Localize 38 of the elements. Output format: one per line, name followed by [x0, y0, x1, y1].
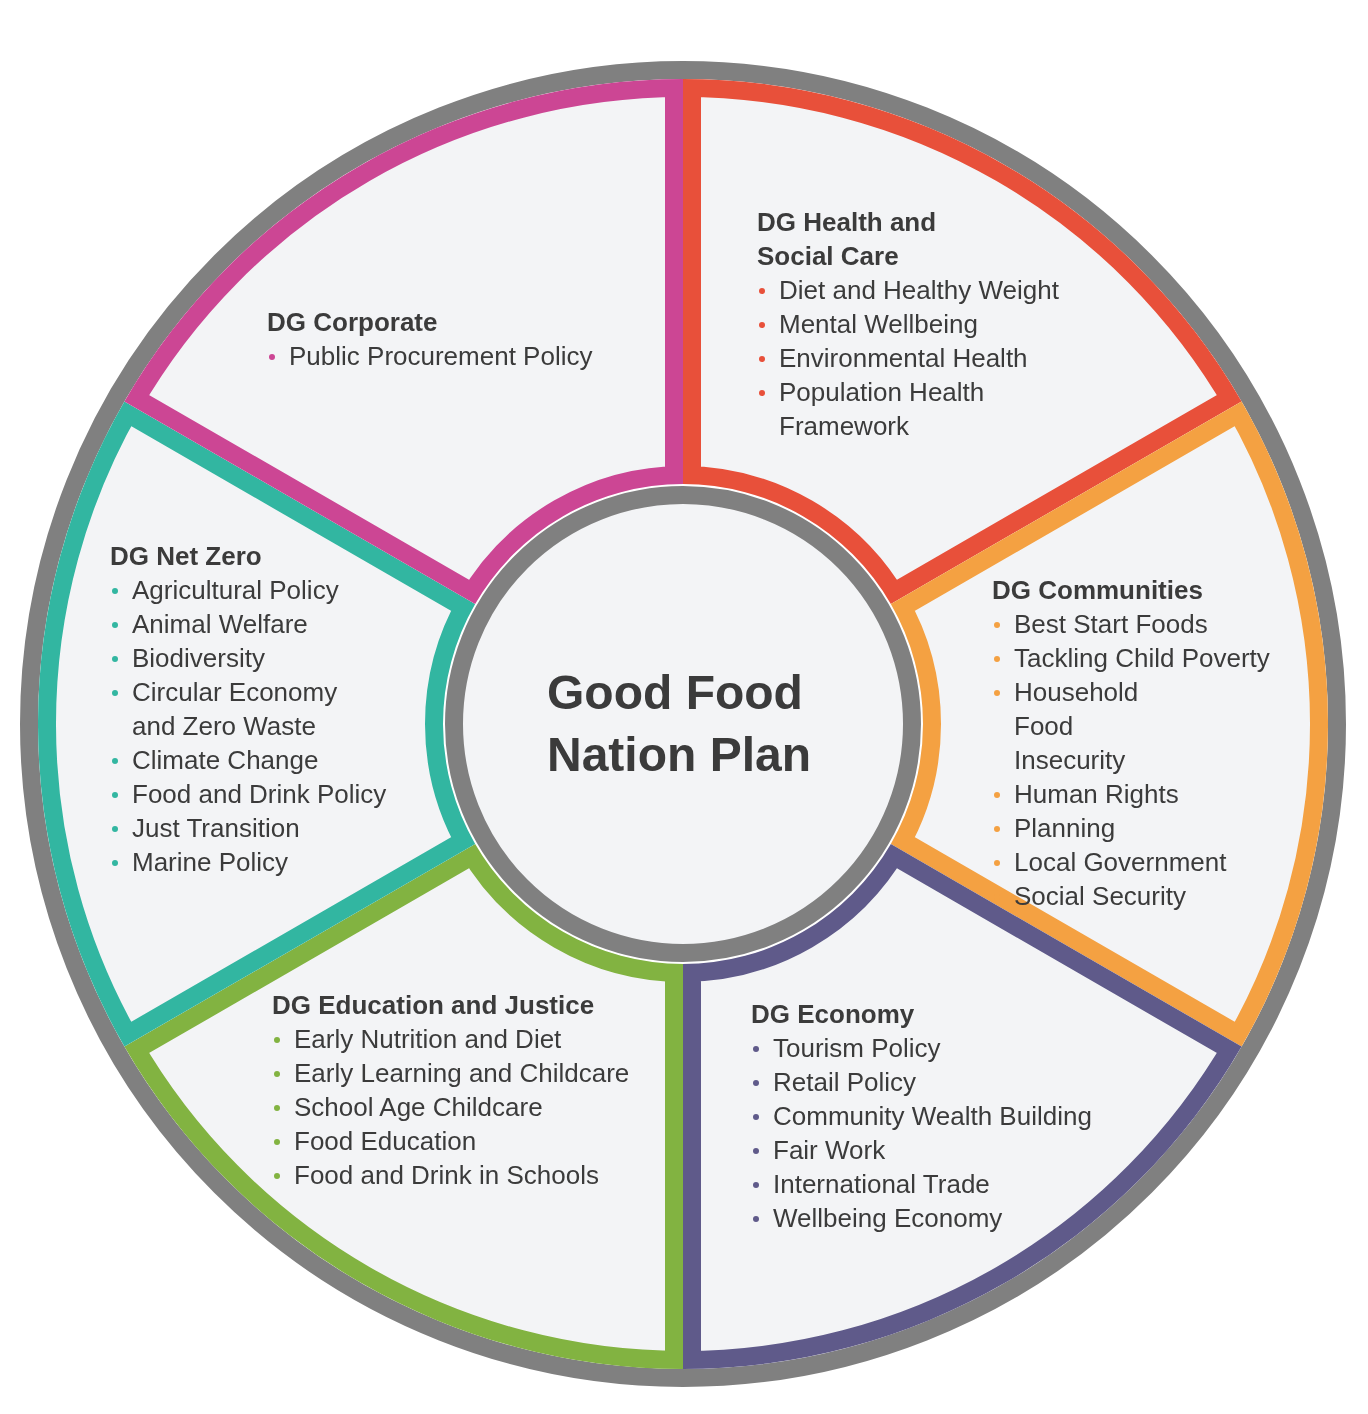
bullet-item: Planning	[992, 811, 1116, 845]
bullet-item: Fair Work	[751, 1133, 886, 1167]
bullet-item: Biodiversity	[110, 641, 265, 675]
bullet-item: Just Transition	[110, 811, 300, 845]
bullet-item: Climate Change	[110, 743, 319, 777]
section-heading: DG Communities	[992, 574, 1203, 607]
bullet-item: Social Security	[992, 879, 1186, 913]
bullet-item: Animal Welfare	[110, 607, 308, 641]
bullet-item: Food and Drink in Schools	[272, 1158, 599, 1192]
bullet-item: Early Nutrition and Diet	[272, 1022, 562, 1056]
bullet-item: Mental Wellbeing	[757, 307, 978, 341]
bullet-item: Wellbeing Economy	[751, 1201, 1003, 1235]
section-heading: DG Net Zero	[110, 540, 262, 573]
bullet-item: Diet and Healthy Weight	[757, 273, 1059, 307]
bullet-item: Tackling Child Poverty	[992, 641, 1270, 675]
bullet-item: Food Education	[272, 1124, 477, 1158]
bullet-item: Community Wealth Building	[751, 1099, 1092, 1133]
bullet-item: Tourism Policy	[751, 1031, 941, 1065]
bullet-item: Public Procurement Policy	[267, 339, 593, 373]
bullet-item: Circular Economy and Zero Waste	[110, 675, 362, 743]
bullet-item: Retail Policy	[751, 1065, 917, 1099]
bullet-item: Environmental Health	[757, 341, 1028, 375]
bullet-item: Best Start Foods	[992, 607, 1208, 641]
section-heading: DG Health and Social Care	[757, 206, 938, 273]
bullet-item: Early Learning and Childcare	[272, 1056, 630, 1090]
bullet-item: Human Rights	[992, 777, 1179, 811]
bullet-item: Population Health Framework	[757, 375, 1009, 443]
bullet-item: Marine Policy	[110, 845, 289, 879]
hub-title: Good Food Nation Plan	[547, 665, 813, 783]
bullet-item: Agricultural Policy	[110, 573, 339, 607]
bullet-item: School Age Childcare	[272, 1090, 543, 1124]
bullet-item: Household Food Insecurity	[992, 675, 1174, 777]
bullet-item: Food and Drink Policy	[110, 777, 387, 811]
bullet-item: Local Government	[992, 845, 1227, 879]
section-heading: DG Corporate	[267, 306, 438, 339]
bullet-item: International Trade	[751, 1167, 990, 1201]
section-heading: DG Education and Justice	[272, 989, 595, 1022]
section-heading: DG Economy	[751, 998, 915, 1031]
